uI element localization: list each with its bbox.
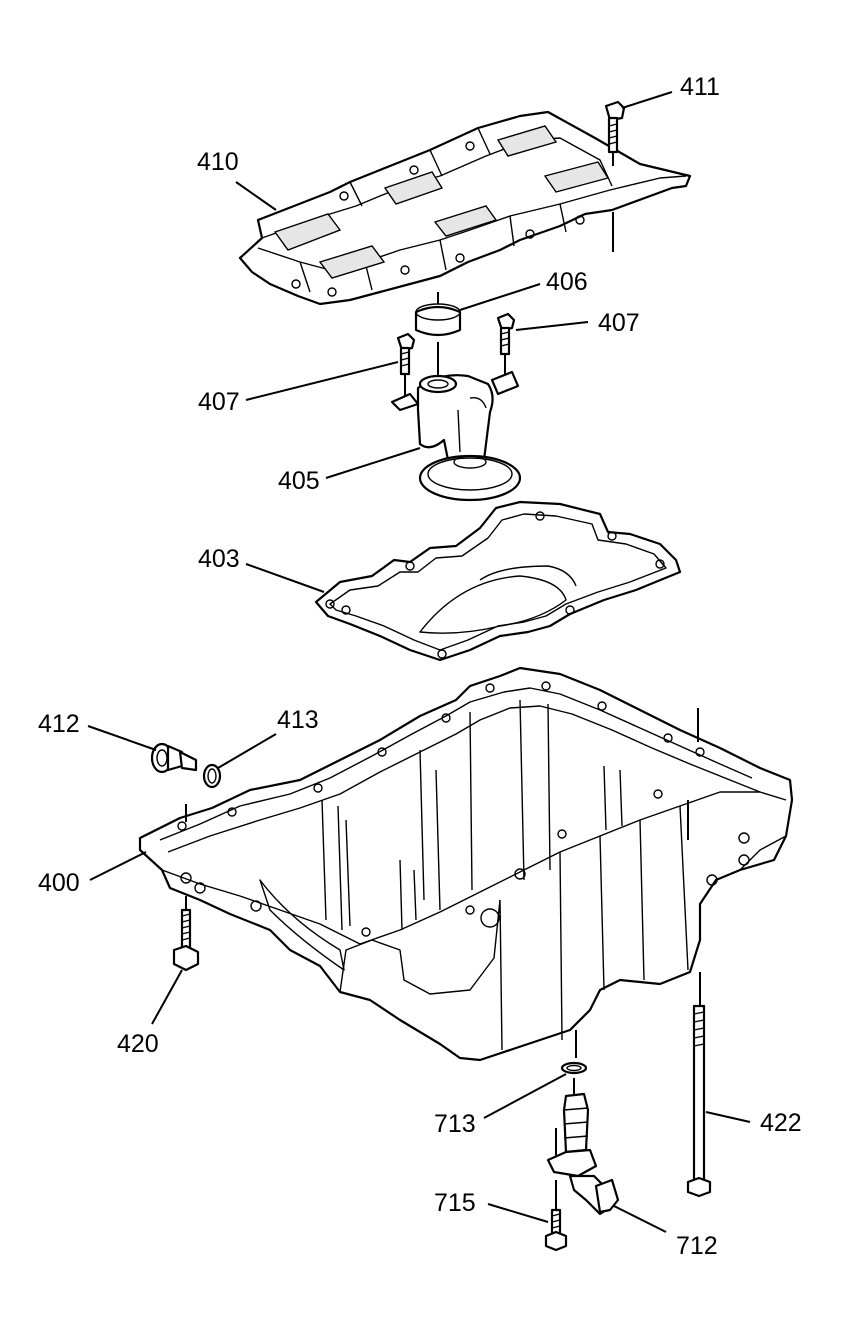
part-400-oil-pan (138, 666, 794, 1062)
part-406-seal (414, 292, 462, 378)
part-412-drain-plug (150, 742, 198, 774)
leader-lines (87, 91, 751, 1233)
callout-420: 420 (117, 1030, 159, 1058)
callout-407-right: 407 (598, 309, 640, 337)
callout-405: 405 (278, 467, 320, 495)
part-420-bolt (172, 896, 200, 972)
part-715-bolt (544, 1180, 568, 1252)
callout-400: 400 (38, 869, 80, 897)
part-407-bolt-right (496, 312, 516, 378)
callout-403: 403 (198, 545, 240, 573)
part-411-bolt (604, 100, 626, 252)
part-403-oil-pan-gasket (314, 500, 682, 662)
part-413-drain-plug-seal (202, 763, 222, 789)
part-712-oil-level-sensor (546, 1078, 620, 1216)
callout-labels: 411 410 406 407 407 405 403 412 413 400 … (38, 73, 802, 1260)
part-405-oil-pump-screen (390, 370, 522, 502)
callout-406: 406 (546, 268, 588, 296)
callout-713: 713 (434, 1110, 476, 1138)
callout-422: 422 (760, 1109, 802, 1137)
part-410-oil-deflector (238, 110, 692, 306)
callout-715: 715 (434, 1189, 476, 1217)
part-422-stud-bolt (686, 972, 712, 1198)
callout-407-left: 407 (198, 388, 240, 416)
part-407-bolt-left (396, 332, 416, 398)
callout-410: 410 (197, 148, 239, 176)
callout-712: 712 (676, 1232, 718, 1260)
part-713-o-ring (560, 1061, 588, 1075)
callout-412: 412 (38, 710, 80, 738)
callout-413: 413 (277, 706, 319, 734)
callout-411: 411 (680, 73, 720, 101)
